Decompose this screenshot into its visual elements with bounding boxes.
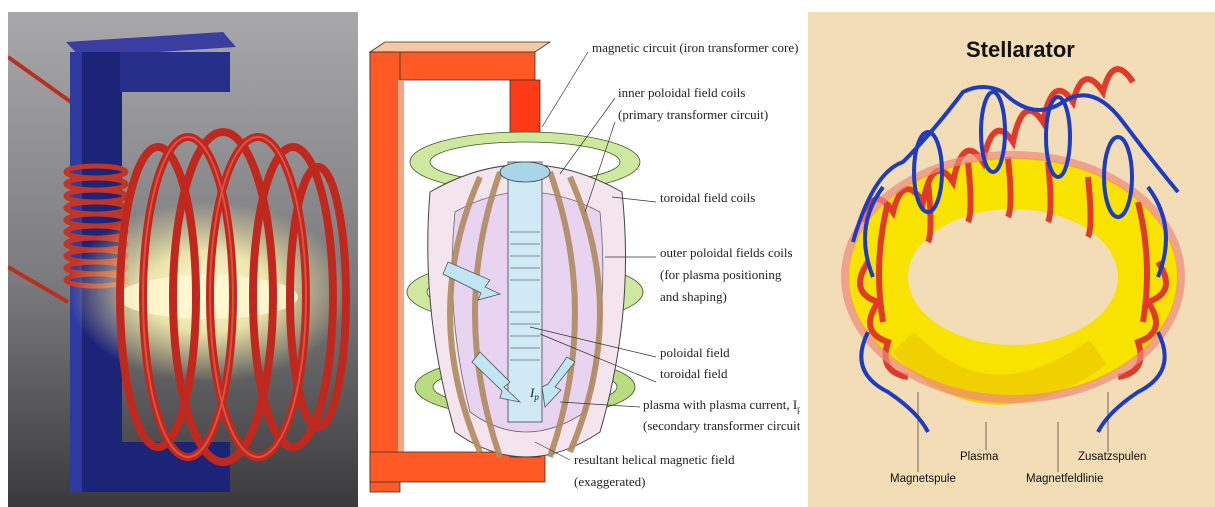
label-plasma-current-line1: plasma with plasma current, Ip (643, 397, 800, 414)
tokamak-schematic-panel: Ip magnetic circuit (iron transformer co… (360, 12, 800, 507)
label-resultant-line1: resultant helical magnetic field (574, 452, 735, 467)
central-solenoid (508, 162, 542, 422)
label-resultant-line2: (exaggerated) (574, 474, 645, 489)
label-zusatzspulen: Zusatzspulen (1078, 451, 1146, 463)
tokamak-schematic-diagram: Ip magnetic circuit (iron transformer co… (360, 12, 800, 507)
label-plasma-current-line2: (secondary transformer circuit) (643, 418, 800, 433)
label-outer-poloidal-line1: outer poloidal fields coils (660, 245, 793, 260)
stellarator-illustration: Stellarator (808, 12, 1215, 507)
label-magnetspule: Magnetspule (890, 473, 956, 485)
stellarator-panel: Stellarator (808, 12, 1215, 507)
tokamak-render-illustration (8, 12, 358, 507)
stellarator-title: Stellarator (966, 37, 1075, 62)
label-inner-poloidal-line2: (primary transformer circuit) (618, 107, 768, 122)
label-magnetfeldlinie: Magnetfeldlinie (1026, 473, 1103, 485)
label-toroidal-field: toroidal field (660, 366, 728, 381)
label-plasma: Plasma (960, 451, 999, 463)
label-poloidal-field: poloidal field (660, 345, 730, 360)
label-inner-poloidal-line1: inner poloidal field coils (618, 85, 745, 100)
label-toroidal-field-coils: toroidal field coils (660, 190, 755, 205)
tokamak-render-panel (8, 12, 358, 507)
label-outer-poloidal-line2: (for plasma positioning (660, 267, 782, 282)
label-outer-poloidal-line3: and shaping) (660, 289, 727, 304)
label-magnetic-circuit: magnetic circuit (iron transformer core) (592, 40, 798, 55)
